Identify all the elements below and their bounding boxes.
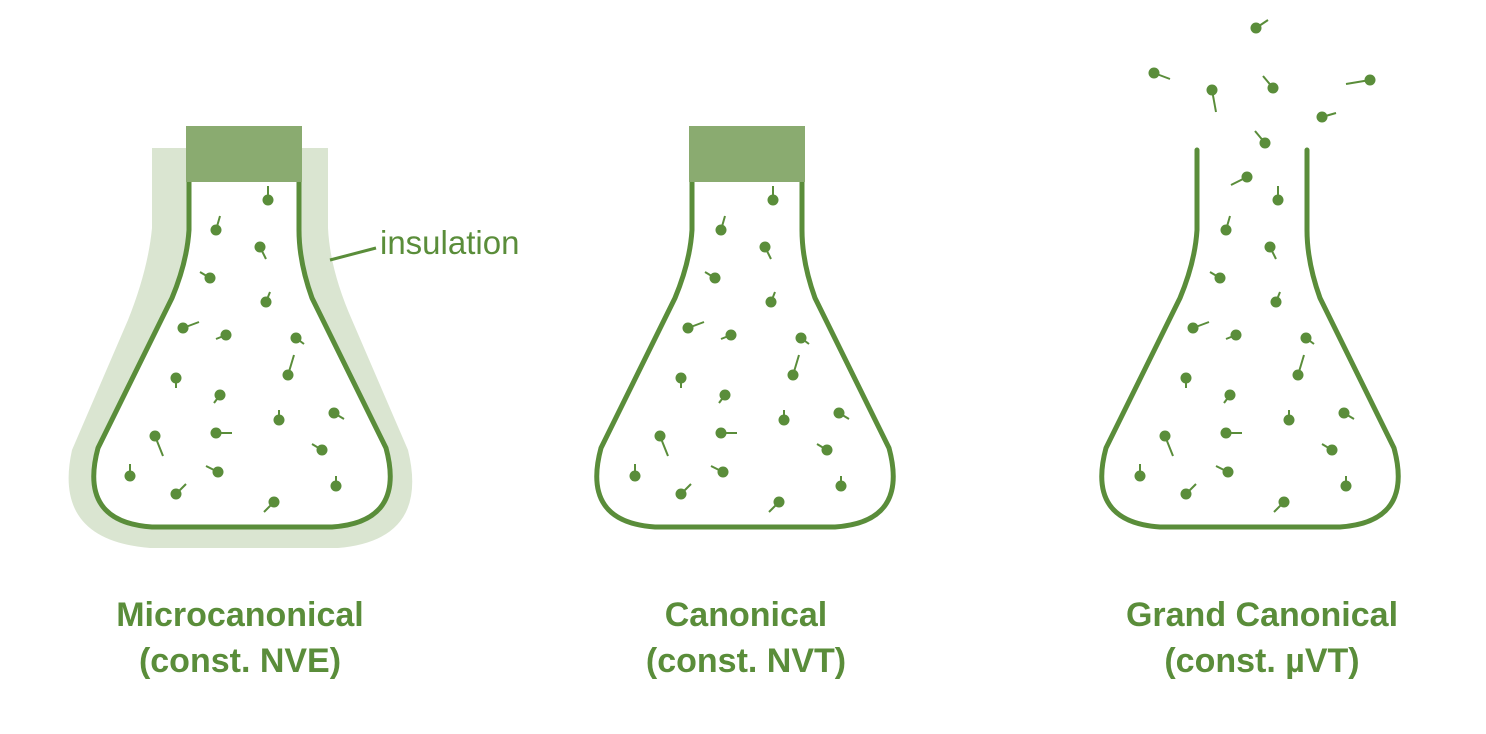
insulation-label: insulation	[380, 224, 520, 261]
particle	[1180, 372, 1192, 384]
particle	[1180, 488, 1192, 500]
insulation-pointer	[329, 246, 377, 262]
particle	[1300, 332, 1312, 344]
particle	[629, 470, 641, 482]
caption-title: Grand Canonical	[1125, 596, 1399, 634]
particle	[715, 427, 727, 439]
caption-title: Microcanonical	[116, 596, 364, 634]
particle	[833, 407, 845, 419]
particle	[1220, 427, 1232, 439]
particle	[282, 369, 294, 381]
particle	[821, 444, 833, 456]
particle	[795, 332, 807, 344]
particle	[170, 488, 182, 500]
particle	[212, 466, 224, 478]
particle	[675, 488, 687, 500]
stopper	[689, 126, 805, 182]
flask-grand-canonical	[1099, 147, 1401, 530]
particle	[1224, 389, 1236, 401]
flask-microcanonical	[91, 126, 393, 530]
particle	[719, 389, 731, 401]
particle	[1292, 369, 1304, 381]
particle	[1340, 480, 1352, 492]
particle	[1264, 241, 1276, 253]
particle	[290, 332, 302, 344]
particle	[654, 430, 666, 442]
particle	[149, 430, 161, 442]
particle	[1338, 407, 1350, 419]
particle	[204, 272, 216, 284]
particle	[1230, 329, 1242, 341]
particle	[715, 224, 727, 236]
particles-microcanonical	[124, 186, 345, 513]
particle	[254, 241, 266, 253]
particle	[1270, 296, 1282, 308]
particle	[1159, 430, 1171, 442]
particle	[210, 427, 222, 439]
particle	[709, 272, 721, 284]
particle	[273, 414, 285, 426]
particle	[725, 329, 737, 341]
caption-subtitle: (const. µVT)	[1164, 642, 1360, 680]
particle	[1220, 224, 1232, 236]
particles-canonical	[629, 186, 850, 513]
caption-subtitle: (const. NVE)	[138, 642, 342, 680]
particle	[835, 480, 847, 492]
particle	[1134, 470, 1146, 482]
particle	[1214, 272, 1226, 284]
particle	[262, 194, 274, 206]
particle	[260, 296, 272, 308]
particle	[170, 372, 182, 384]
particle	[1278, 496, 1290, 508]
particle	[773, 496, 785, 508]
particle	[1259, 137, 1271, 149]
flask-canonical	[594, 126, 896, 530]
particle	[759, 241, 771, 253]
particle	[1267, 82, 1279, 94]
particle	[1316, 111, 1328, 123]
particles-escaping	[1148, 19, 1376, 186]
particle	[214, 389, 226, 401]
particle	[1148, 67, 1160, 79]
particle	[210, 224, 222, 236]
caption-microcanonical: Microcanonical (const. NVE)	[30, 592, 450, 684]
particle	[220, 329, 232, 341]
particle	[268, 496, 280, 508]
particle	[316, 444, 328, 456]
particle	[1222, 466, 1234, 478]
caption-title: Canonical	[664, 596, 828, 634]
particle	[1241, 171, 1253, 183]
particle	[330, 480, 342, 492]
caption-subtitle: (const. NVT)	[645, 642, 847, 680]
stopper	[186, 126, 302, 182]
particle	[124, 470, 136, 482]
caption-grand-canonical: Grand Canonical (const. µVT)	[1052, 592, 1472, 684]
particle	[1187, 322, 1199, 334]
particle	[682, 322, 694, 334]
particle	[328, 407, 340, 419]
particle	[675, 372, 687, 384]
particle	[778, 414, 790, 426]
particle	[717, 466, 729, 478]
particle	[1206, 84, 1218, 96]
particle	[177, 322, 189, 334]
caption-canonical: Canonical (const. NVT)	[536, 592, 956, 684]
particle	[1272, 194, 1284, 206]
particle	[1283, 414, 1295, 426]
particle	[787, 369, 799, 381]
particle	[1326, 444, 1338, 456]
particle	[1364, 74, 1376, 86]
particle	[765, 296, 777, 308]
particle	[1250, 22, 1262, 34]
particle	[767, 194, 779, 206]
particles-grand-canonical	[1134, 186, 1355, 513]
